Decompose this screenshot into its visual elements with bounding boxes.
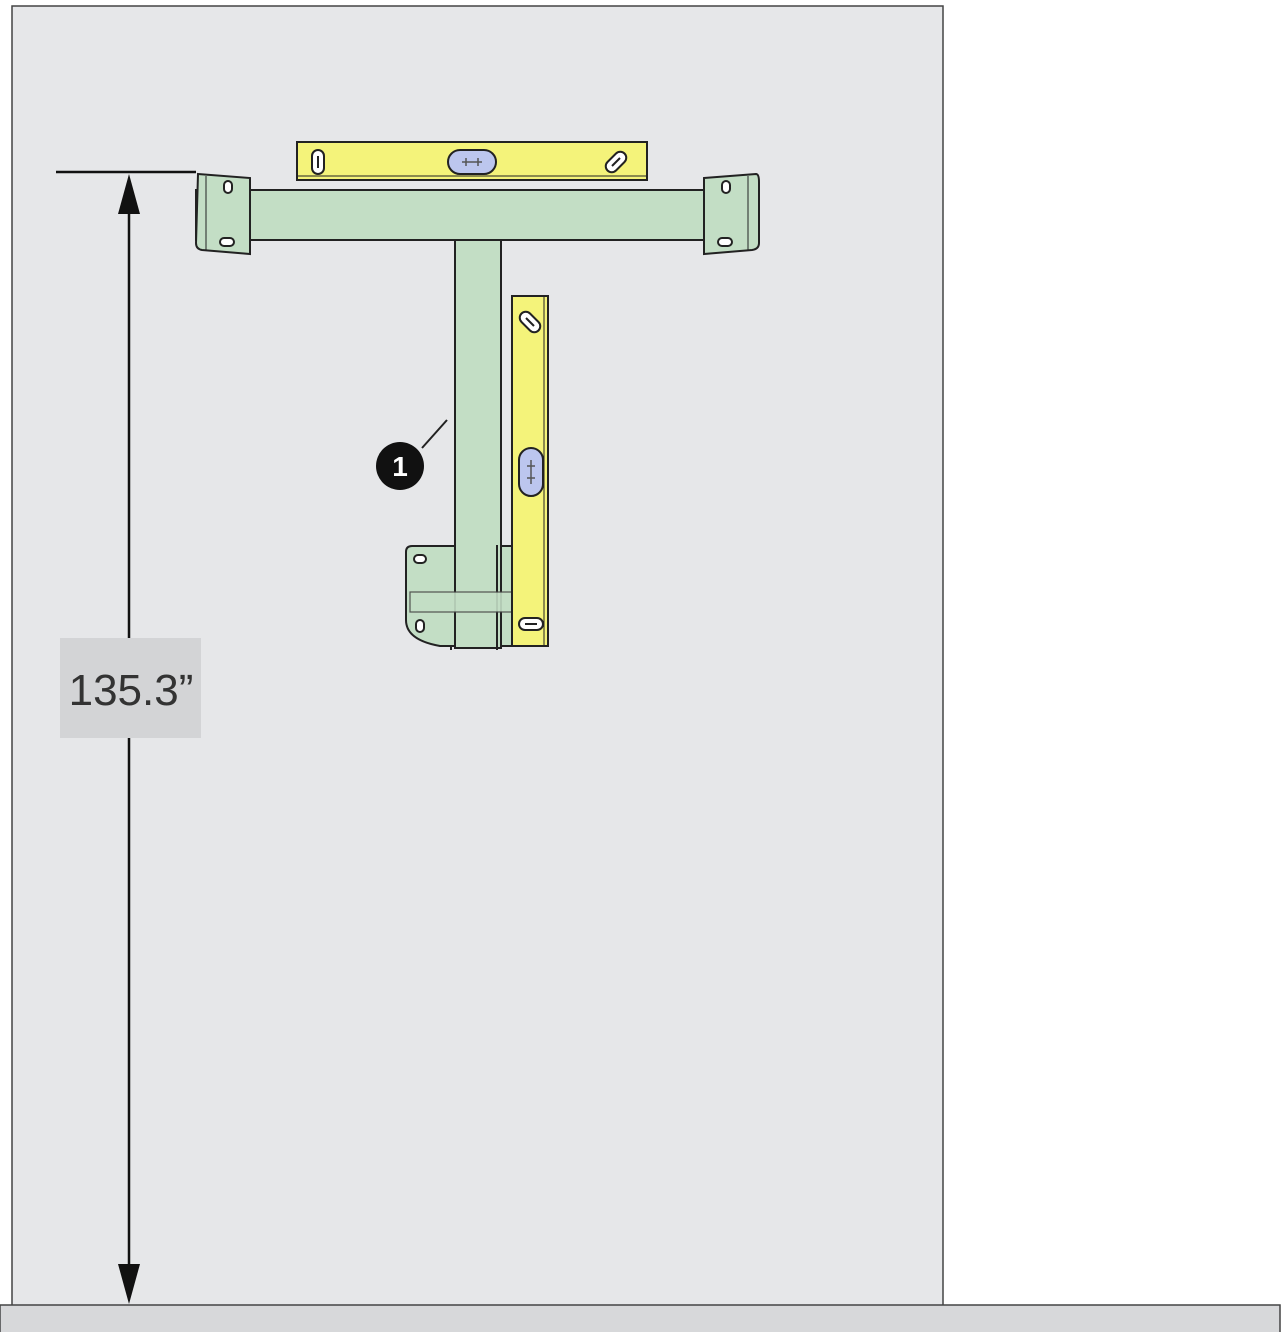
dimension-arrowhead-bottom (118, 1264, 140, 1304)
floor (0, 1304, 1281, 1332)
dimension-arrowhead-top (118, 174, 140, 214)
horizontal-level (296, 141, 648, 181)
dimension-label-bg (60, 638, 201, 738)
dimension-label: 135.3” (69, 666, 194, 715)
callout-number: 1 (392, 451, 408, 482)
mounting-bracket (194, 172, 760, 650)
vertical-level (511, 295, 549, 647)
callout-1: 1 (376, 419, 448, 490)
height-dimension: 135.3” (56, 170, 201, 1304)
